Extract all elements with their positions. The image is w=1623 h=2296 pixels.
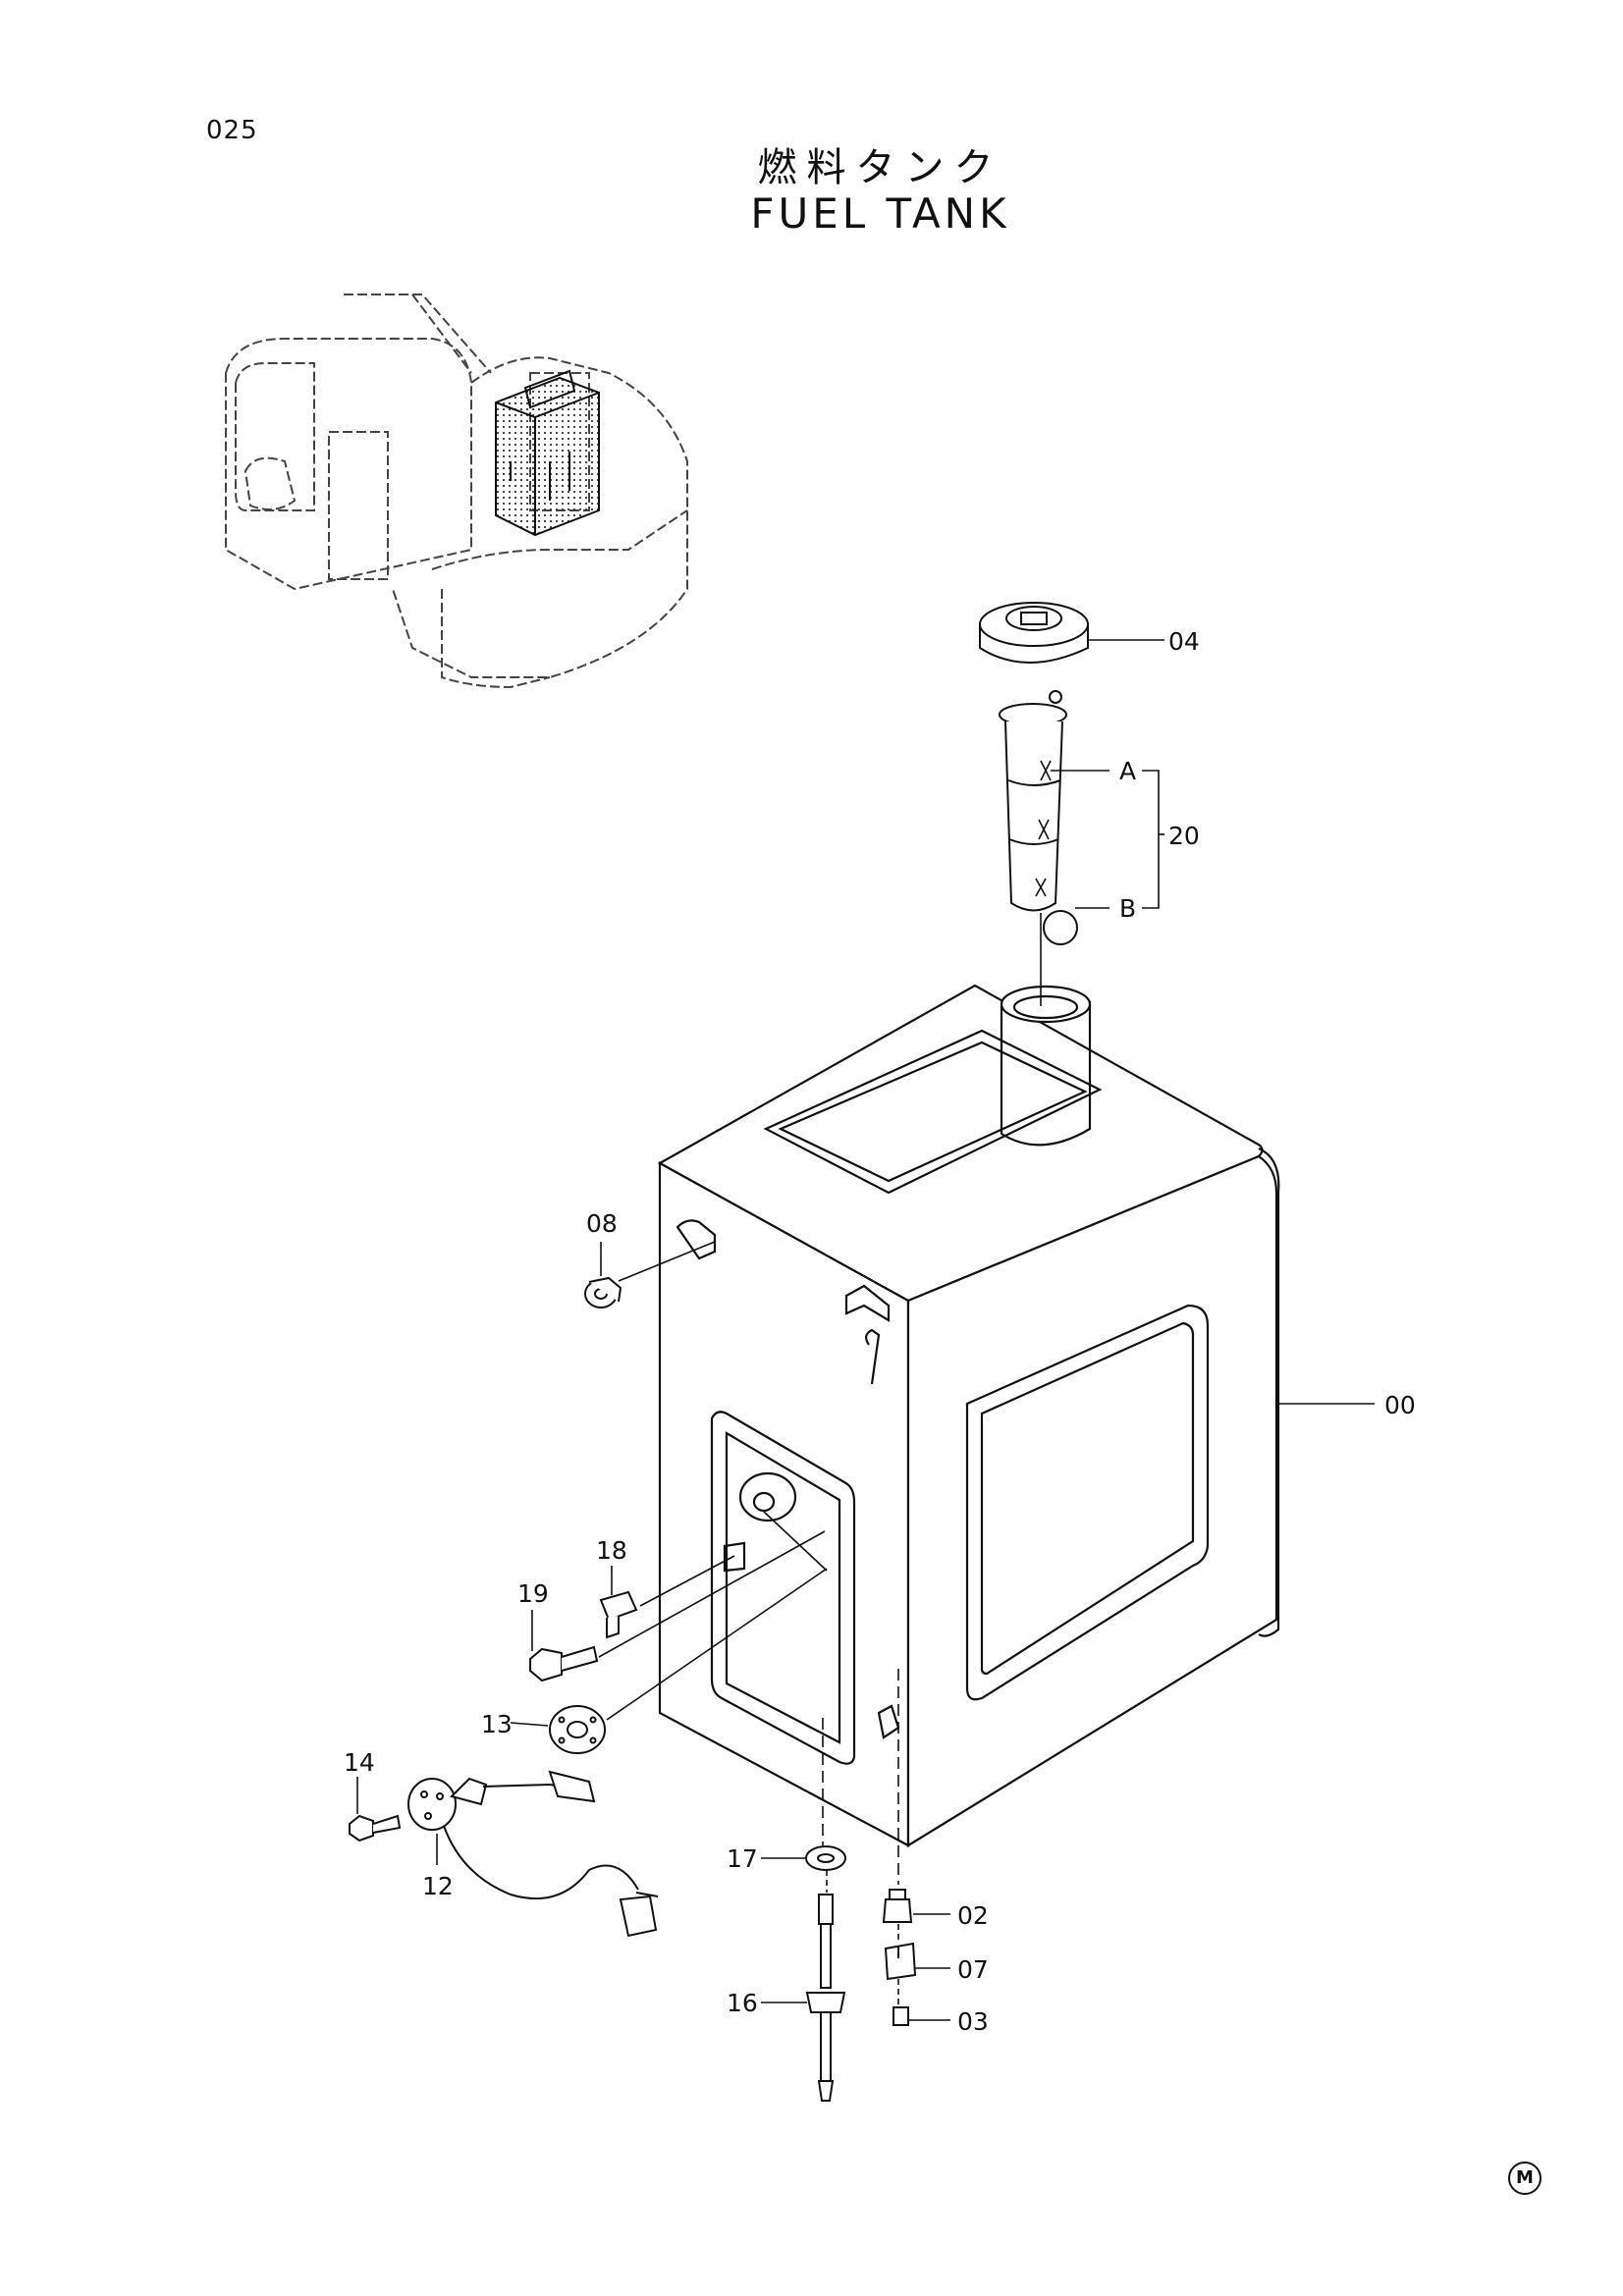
callout-13: 13 <box>481 1710 513 1738</box>
callout-08: 08 <box>586 1209 618 1238</box>
fitting-07 <box>884 1942 917 1981</box>
callout-14: 14 <box>344 1748 375 1777</box>
bolt-19 <box>529 1645 599 1682</box>
drain-plug-02 <box>882 1889 913 1923</box>
filler-cap <box>979 602 1089 664</box>
page-number: 025 <box>206 116 258 145</box>
clip-bracket <box>599 1590 638 1639</box>
callout-04: 04 <box>1168 627 1200 656</box>
callout-03: 03 <box>957 2007 989 2036</box>
plug-03 <box>893 2006 909 2026</box>
assembly-lines <box>598 1241 899 2004</box>
drain-valve <box>805 1894 846 2102</box>
machine-locator-sketch <box>225 294 688 689</box>
strainer-assembly <box>999 690 1078 1006</box>
gasket <box>549 1705 606 1754</box>
callout-00: 00 <box>1384 1391 1416 1419</box>
callout-02: 02 <box>957 1901 989 1930</box>
fuel-tank-body <box>657 984 1280 1847</box>
callout-A: A <box>1119 757 1136 785</box>
washer <box>805 1845 846 1871</box>
callout-20: 20 <box>1168 822 1200 850</box>
callout-B: B <box>1119 894 1136 923</box>
fuel-level-sensor <box>407 1770 659 1938</box>
title-english: FUEL TANK <box>750 189 1010 238</box>
title-japanese: 燃料タンク <box>757 145 1003 190</box>
screw-14 <box>349 1814 402 1842</box>
callout-17: 17 <box>727 1844 758 1873</box>
callout-16: 16 <box>727 1989 758 2017</box>
leader-lines <box>356 639 1375 2021</box>
callout-07: 07 <box>957 1955 989 1984</box>
fuel-tank-location-highlight <box>495 369 600 537</box>
manufacturer-mark: M <box>1508 2162 1542 2195</box>
callout-18: 18 <box>596 1536 627 1565</box>
callout-12: 12 <box>422 1872 454 1900</box>
callout-19: 19 <box>517 1579 549 1608</box>
grommet <box>584 1276 622 1308</box>
